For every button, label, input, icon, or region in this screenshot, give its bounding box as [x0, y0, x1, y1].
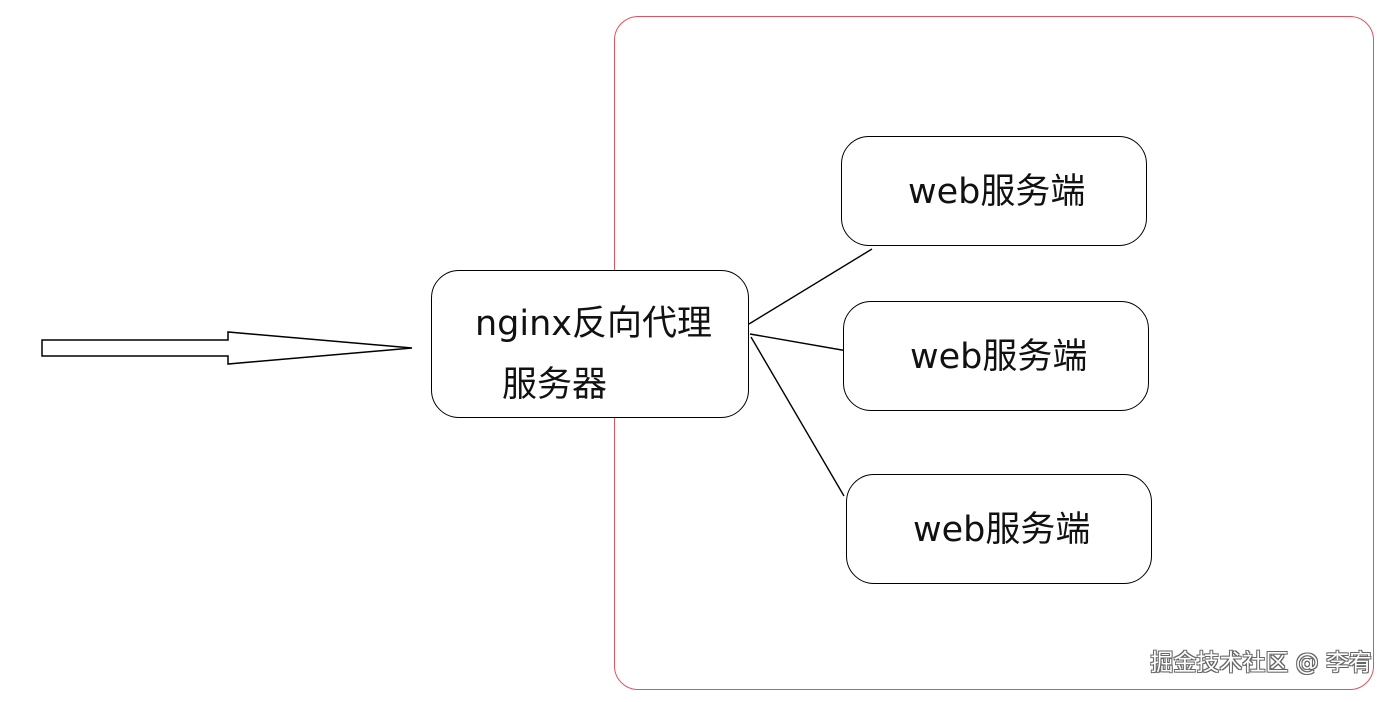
- watermark-text: 掘金技术社区 @ 李宥: [1150, 650, 1373, 677]
- web-server-label-2: web服务端: [910, 337, 1088, 377]
- web-server-node-1: web服务端: [841, 136, 1147, 246]
- web-server-label-3: web服务端: [913, 510, 1091, 550]
- web-server-label-1: web服务端: [908, 172, 1086, 212]
- web-server-node-3: web服务端: [846, 474, 1152, 584]
- incoming-request-arrow: [41, 331, 413, 365]
- nginx-reverse-proxy-node: nginx反向代理 服务器: [431, 270, 749, 418]
- connector-to-server-1: [748, 248, 873, 325]
- connector-to-server-2: [749, 333, 860, 354]
- web-server-node-2: web服务端: [843, 301, 1149, 411]
- proxy-title-line-2: 服务器: [502, 365, 608, 405]
- connector-to-server-3: [750, 336, 845, 497]
- proxy-title-line-1: nginx反向代理: [475, 304, 713, 344]
